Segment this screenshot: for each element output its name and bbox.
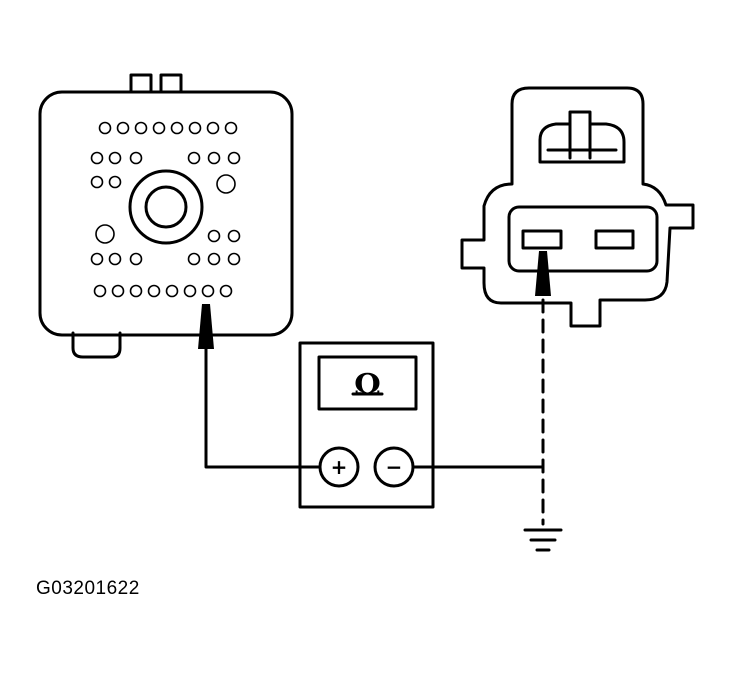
pin-cavity <box>129 284 143 298</box>
pin-cavity <box>93 284 107 298</box>
ohmmeter-display <box>317 355 418 411</box>
center-boss-outer <box>128 169 204 245</box>
pin-cavity <box>188 121 202 135</box>
center-boss-inner <box>144 185 188 229</box>
pin-cavity <box>90 252 104 266</box>
pin-cavity <box>227 229 241 243</box>
positive-probe <box>198 304 214 349</box>
connector-tab-right <box>159 73 183 94</box>
pin-cavity <box>227 151 241 165</box>
large-pin-cavity <box>95 224 115 244</box>
pin-cavity <box>165 284 179 298</box>
pin-cavity <box>90 175 104 189</box>
sensor-housing <box>460 86 695 328</box>
pin-cavity <box>227 252 241 266</box>
pin-cavity <box>207 252 221 266</box>
pin-cavity <box>201 284 215 298</box>
pin-cavity <box>170 121 184 135</box>
pin-cavity <box>187 252 201 266</box>
connector-latch <box>71 331 122 359</box>
pin-cavity <box>111 284 125 298</box>
sensor-connector <box>460 86 695 328</box>
pin-cavity <box>134 121 148 135</box>
sensor-terminal-2 <box>594 229 635 250</box>
test-leads <box>198 251 551 526</box>
sensor-latch <box>538 110 626 164</box>
negative-terminal-label: − <box>386 455 403 479</box>
connector-body <box>38 90 294 337</box>
pin-cavity <box>108 252 122 266</box>
pin-cavity <box>116 121 130 135</box>
pin-cavity <box>108 151 122 165</box>
positive-lead <box>204 340 322 469</box>
pin-cavity <box>187 151 201 165</box>
pin-cavity <box>129 252 143 266</box>
pin-cavity <box>147 284 161 298</box>
figure-id: G03201622 <box>36 578 140 599</box>
pin-cavity <box>98 121 112 135</box>
module-connector <box>38 73 294 359</box>
pin-cavity <box>108 175 122 189</box>
pin-cavity <box>207 151 221 165</box>
ohmmeter-body <box>298 341 435 509</box>
sensor-terminal-1 <box>521 229 563 250</box>
pin-cavity <box>152 121 166 135</box>
pin-cavity <box>206 121 220 135</box>
ground-icon <box>523 528 563 552</box>
ohm-symbol: Ω <box>354 368 381 403</box>
pin-cavity <box>183 284 197 298</box>
ohmmeter: Ω + − <box>298 341 435 509</box>
connector-tab-left <box>129 73 153 94</box>
pin-cavity <box>219 284 233 298</box>
pin-cavity <box>207 229 221 243</box>
sensor-probe <box>535 251 551 296</box>
pin-cavity <box>90 151 104 165</box>
sensor-terminal-window <box>507 205 659 273</box>
pin-cavity <box>129 151 143 165</box>
positive-terminal-label: + <box>331 455 348 479</box>
large-pin-cavity <box>216 174 236 194</box>
module-pin-cavities <box>90 121 241 298</box>
pin-cavity <box>224 121 238 135</box>
